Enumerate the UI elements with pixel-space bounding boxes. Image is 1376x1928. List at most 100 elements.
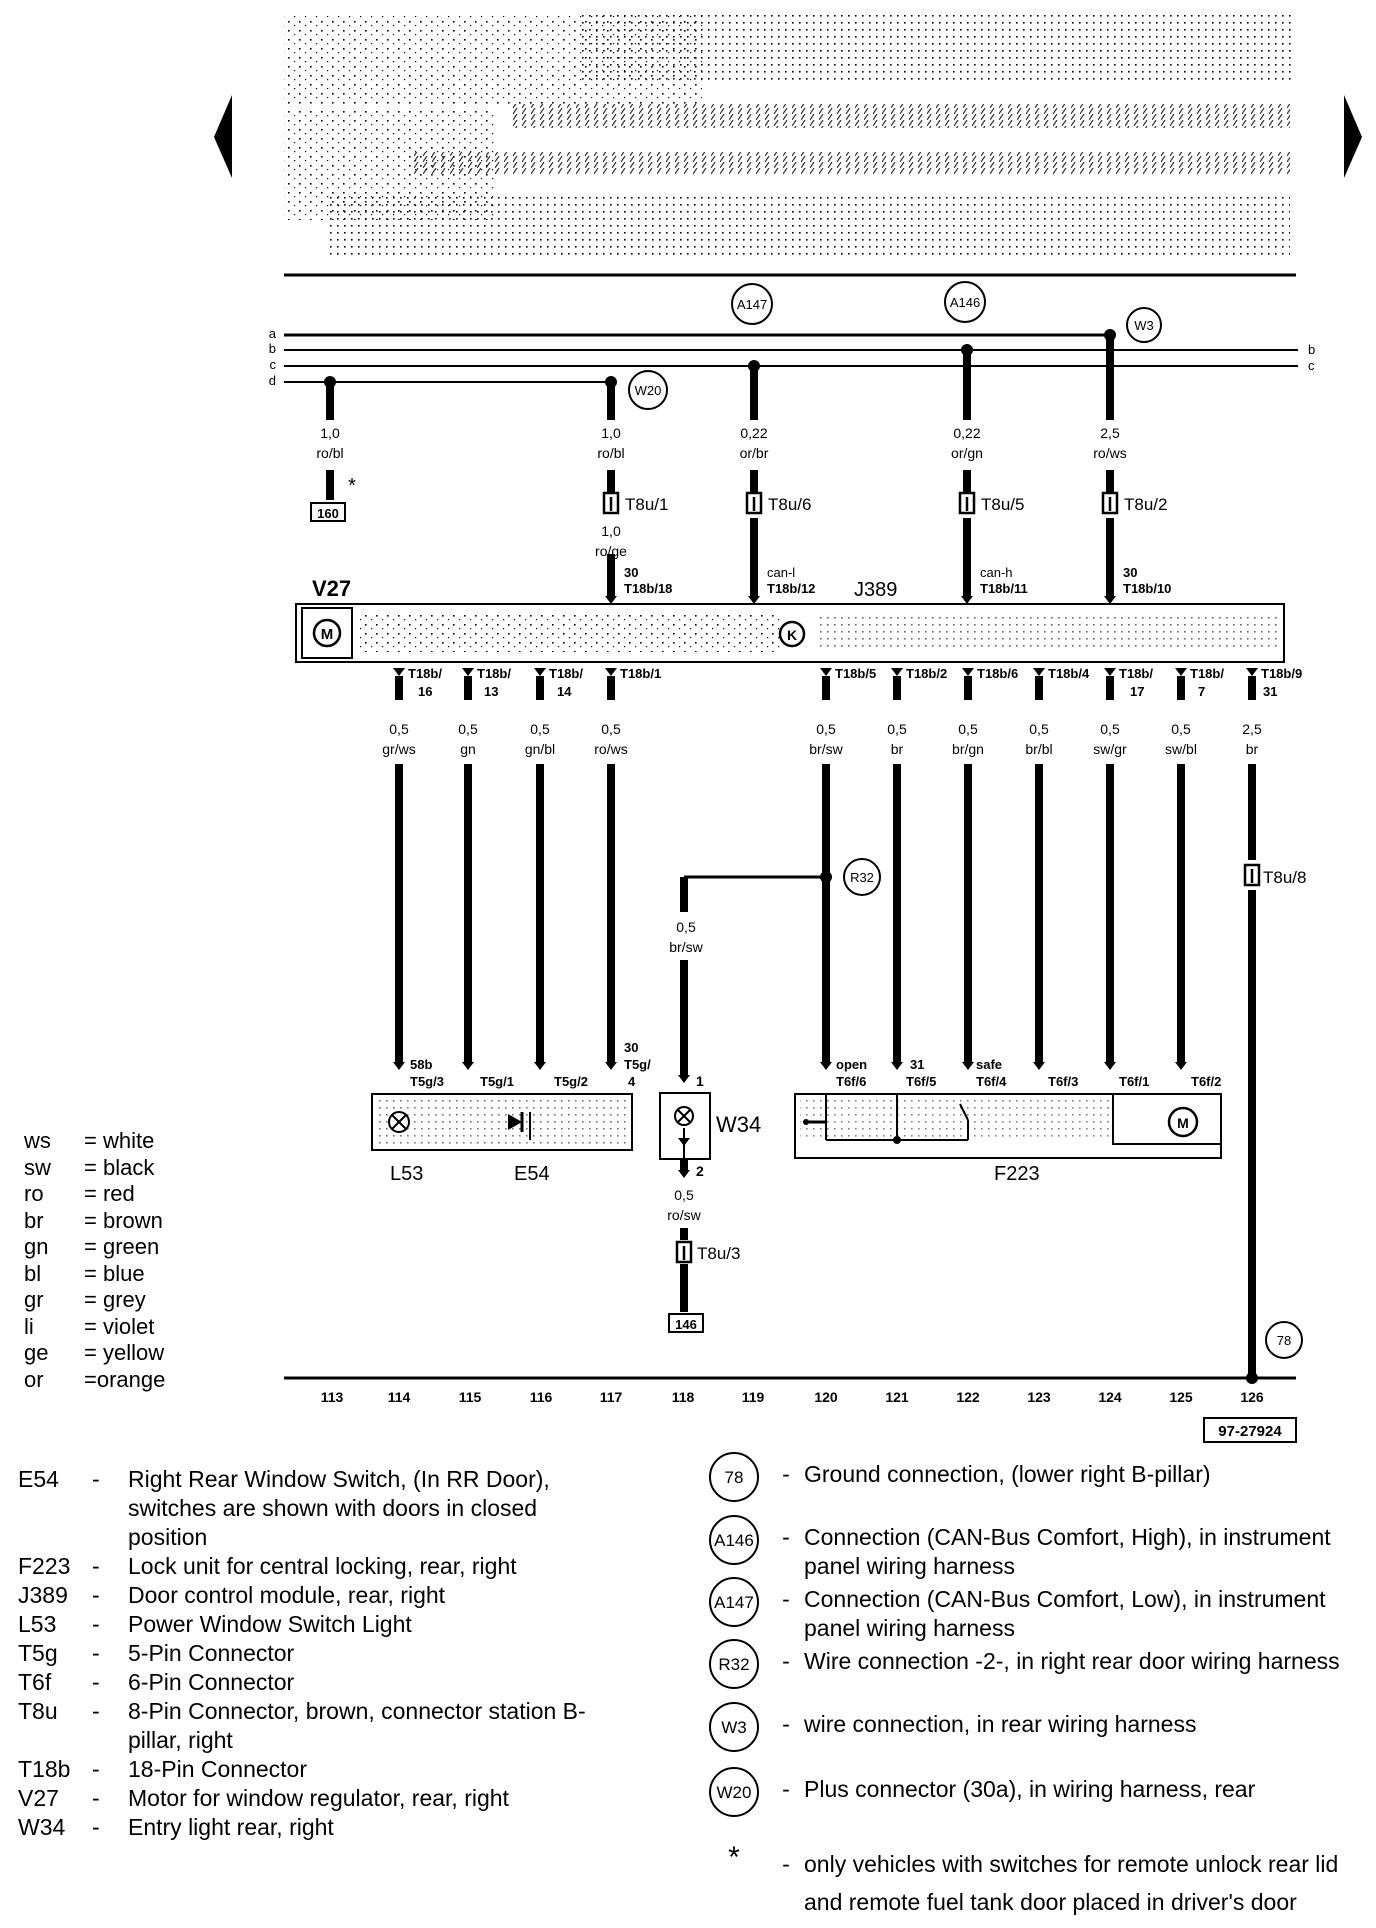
component-desc: Power Window Switch Light	[128, 1611, 412, 1637]
w5-pin2: T18b/10	[1123, 581, 1171, 596]
f223-pin-safe: safe	[976, 1057, 1002, 1072]
track-120: 120	[814, 1389, 838, 1405]
connection-row: * - only vehicles with switches for remo…	[700, 1841, 1360, 1921]
legend-name: brown	[102, 1207, 163, 1233]
legend-code: bl	[24, 1260, 42, 1286]
w1-asterisk: *	[348, 475, 356, 497]
circle-a147: A147	[737, 297, 767, 312]
legend-name: orange	[96, 1366, 166, 1392]
connection-dash: -	[782, 1851, 790, 1877]
legend-code: br	[24, 1207, 44, 1233]
w4-size: 0,22	[953, 425, 980, 441]
track-123: 123	[1027, 1389, 1051, 1405]
legend-row: gr= grey	[24, 1287, 146, 1312]
bw10-pin2: 7	[1198, 684, 1205, 699]
w2-pin: 30	[624, 565, 638, 580]
bw11-pin: T18b/9	[1261, 666, 1302, 681]
track-118: 118	[672, 1389, 695, 1405]
bw5-pin: T18b/5	[835, 666, 876, 681]
f223-pin-t6f4: T6f/4	[976, 1074, 1007, 1089]
bw1-pin: T18b/	[408, 666, 442, 681]
component-dash: -	[92, 1669, 100, 1695]
circle-w3: W3	[1134, 318, 1154, 333]
ground-circle-icon: 78	[709, 1452, 759, 1502]
connection-circle-icon: W20	[709, 1767, 759, 1817]
component-desc: 18-Pin Connector	[128, 1756, 307, 1782]
legend-code: li	[24, 1313, 34, 1339]
legend-name: yellow	[102, 1340, 165, 1365]
top-junctions	[324, 329, 1116, 388]
bw11-size: 2,5	[1242, 721, 1262, 737]
component-row: V27-Motor for window regulator, rear, ri…	[18, 1784, 618, 1813]
component-desc: Lock unit for central locking, rear, rig…	[128, 1553, 517, 1579]
e54-pin-t5g: T5g/	[624, 1057, 651, 1072]
connection-symbol: A147	[700, 1577, 768, 1643]
bw1-pin2: 16	[418, 684, 432, 699]
component-desc: Right Rear Window Switch, (In RR Door), …	[128, 1466, 550, 1550]
component-dash: -	[92, 1466, 100, 1492]
legend-code: ge	[24, 1340, 49, 1365]
legend-code: or	[24, 1366, 44, 1392]
bus-label-b: b	[269, 341, 276, 356]
f223-pin-open: open	[836, 1057, 867, 1072]
connection-dash: -	[782, 1586, 790, 1612]
track-121: 121	[885, 1389, 909, 1405]
bw3-pin2: 14	[557, 684, 572, 699]
bw2-size: 0,5	[458, 721, 478, 737]
connection-dash: -	[782, 1461, 790, 1487]
bottom-wire-labels: T18b/ 16 T18b/ 13 T18b/ 14 T18b/1 T18b/5…	[408, 666, 1302, 699]
connection-desc: Connection (CAN-Bus Comfort, High), in i…	[804, 1524, 1331, 1579]
component-code: T8u	[18, 1698, 58, 1724]
connection-symbol: R32	[700, 1639, 768, 1689]
legend-row: ro= red	[24, 1181, 135, 1206]
connection-row: W20 - Plus connector (30a), in wiring ha…	[700, 1767, 1360, 1817]
w2-size2: 1,0	[601, 523, 621, 539]
connection-row: R32 - Wire connection -2-, in right rear…	[700, 1639, 1360, 1689]
component-desc: 8-Pin Connector, brown, connector statio…	[128, 1698, 586, 1753]
bw8-color: br/bl	[1025, 741, 1052, 757]
legend-name: black	[102, 1154, 155, 1180]
circle-w20: W20	[635, 383, 662, 398]
module-label-j389: J389	[854, 579, 897, 601]
bw1-color: gr/ws	[382, 741, 415, 757]
component-row: W34-Entry light rear, right	[18, 1813, 618, 1842]
connection-symbol: W3	[700, 1702, 768, 1752]
arrow-right-icon[interactable]	[1344, 95, 1362, 178]
w1-ref: 160	[317, 506, 339, 521]
legend-row: ws= white	[24, 1128, 155, 1153]
track-117: 117	[600, 1389, 623, 1405]
w4-color: or/gn	[951, 445, 983, 461]
legend-row: li= violet	[24, 1313, 155, 1339]
w4-pin2: T18b/11	[980, 581, 1028, 596]
f223-label: F223	[994, 1163, 1040, 1185]
component-code: L53	[18, 1611, 57, 1637]
arrow-left-icon[interactable]	[214, 95, 232, 178]
component-row: F223-Lock unit for central locking, rear…	[18, 1552, 618, 1581]
track-113: 113	[321, 1389, 344, 1405]
asterisk-icon: *	[728, 1841, 740, 1874]
w34-pin1: 1	[696, 1073, 704, 1089]
component-row: T8u-8-Pin Connector, brown, connector st…	[18, 1697, 618, 1755]
circle-a146: A146	[950, 295, 980, 310]
connection-circle-icon: A147	[709, 1577, 759, 1627]
l53-label: L53	[390, 1163, 423, 1185]
component-code: T18b	[18, 1756, 71, 1782]
bw5-size: 0,5	[816, 721, 836, 737]
legend-name: grey	[102, 1287, 146, 1312]
f223-motor-symbol: M	[1177, 1115, 1189, 1131]
bus-label-c-right: c	[1308, 358, 1315, 373]
component-dash: -	[92, 1553, 100, 1579]
bw9-pin: T18b/	[1119, 666, 1153, 681]
top-wire-labels: 1,0 ro/bl * 160 1,0 ro/bl 1,0 ro/ge 30 T…	[310, 425, 1171, 596]
r32-branch: R32 0,5 br/sw 1 W34 2 0,5 ro/sw T8u/3 14…	[659, 858, 881, 1333]
l53-pin-t5g3: T5g/3	[410, 1074, 444, 1089]
e54-pin-t5g2: T5g/2	[554, 1074, 588, 1089]
legend-row: sw= black	[24, 1154, 155, 1180]
bw7-size: 0,5	[958, 721, 978, 737]
bus-label-b-right: b	[1308, 342, 1315, 357]
w1-color: ro/bl	[316, 445, 343, 461]
bus-label-a: a	[269, 326, 277, 341]
bw3-size: 0,5	[530, 721, 550, 737]
bw10-pin: T18b/	[1190, 666, 1224, 681]
bw5-color: br/sw	[809, 741, 843, 757]
